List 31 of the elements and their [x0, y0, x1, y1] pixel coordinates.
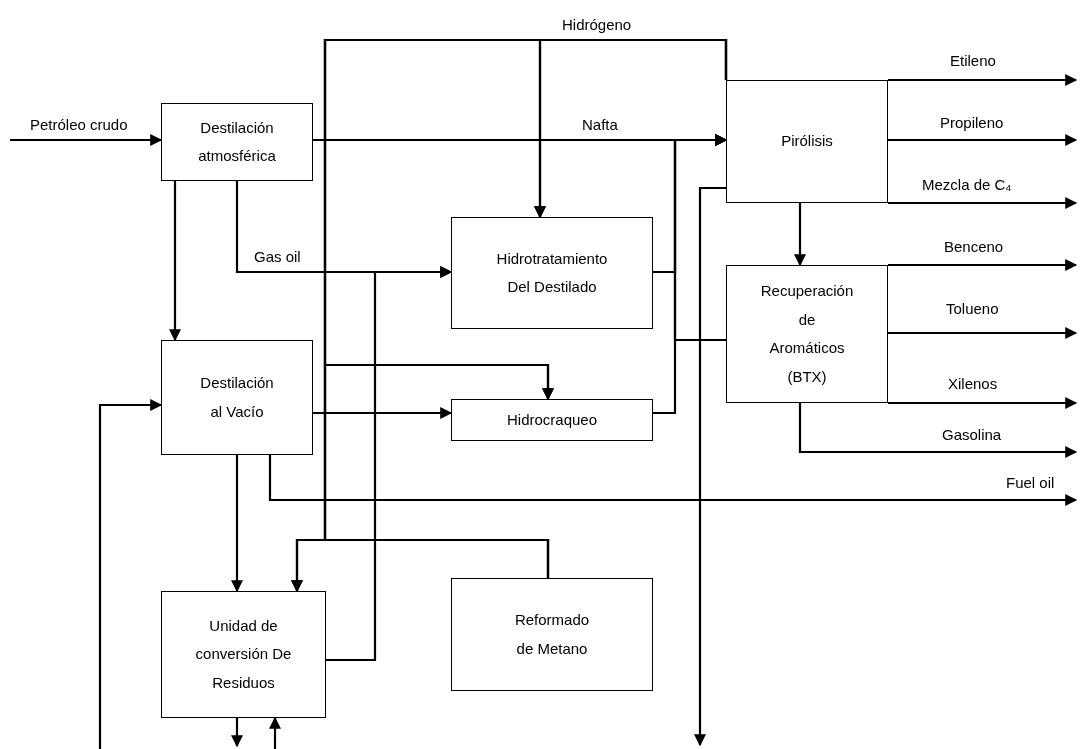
arrow	[794, 203, 806, 267]
process-box: Hidrotratamiento Del Destilado	[451, 217, 653, 329]
arrow	[694, 186, 726, 747]
arrow	[888, 327, 1078, 339]
process-box: Destilación al Vacío	[161, 340, 313, 455]
process-box: Recuperación de Aromáticos (BTX)	[726, 265, 888, 403]
process-box: Unidad de conversión De Residuos	[161, 591, 326, 718]
arrow	[231, 455, 243, 593]
edge-label: Hidrógeno	[560, 16, 634, 34]
process-box: Hidrocraqueo	[451, 399, 653, 441]
arrow	[888, 259, 1078, 271]
arrow	[291, 538, 550, 593]
arrow	[268, 455, 1078, 506]
edge-label: Mezcla de C₄	[920, 176, 1014, 194]
arrow	[169, 181, 181, 342]
process-box: Pirólisis	[726, 80, 888, 203]
arrow	[269, 716, 281, 749]
arrow	[888, 397, 1078, 409]
arrow	[888, 134, 1078, 146]
arrow	[326, 266, 453, 662]
edge-label: Propileno	[938, 114, 1006, 132]
arrow	[98, 399, 163, 749]
process-box: Reformado de Metano	[451, 578, 653, 691]
arrow	[673, 134, 728, 342]
process-box: Destilación atmosférica	[161, 103, 313, 181]
arrow	[10, 134, 163, 146]
arrow	[888, 197, 1078, 209]
arrow	[313, 407, 453, 419]
arrow	[798, 403, 1078, 458]
arrow	[888, 74, 1078, 86]
arrow	[231, 718, 243, 748]
